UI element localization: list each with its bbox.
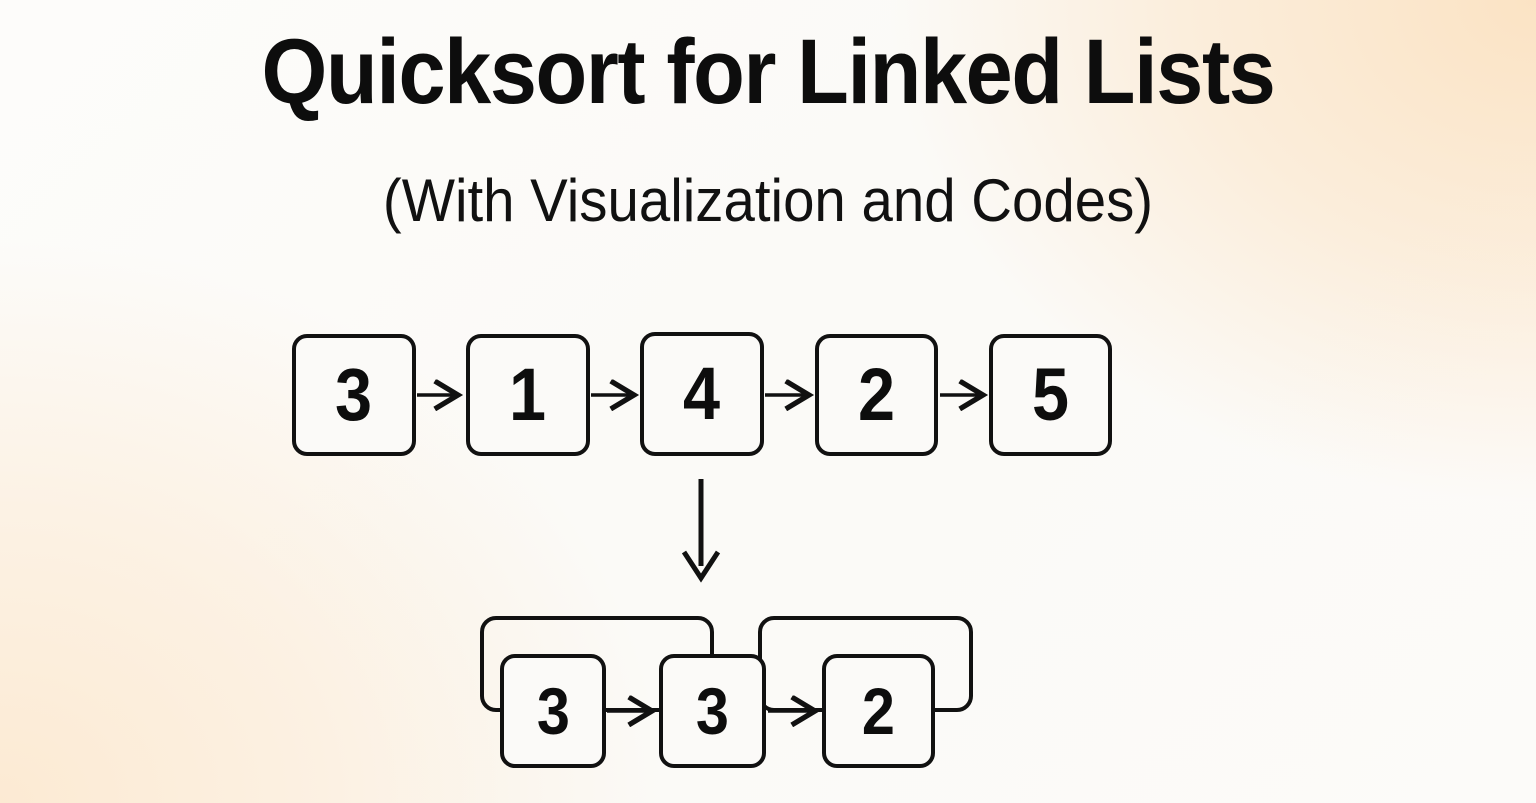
page-title-container: Quicksort for Linked Lists (0, 24, 1536, 121)
node-value: 3 (695, 674, 730, 748)
list-node[interactable]: 4 (640, 332, 764, 456)
node-value: 3 (536, 674, 570, 748)
node-value: 4 (683, 352, 721, 435)
page-subtitle: (With Visualization and Codes) (382, 167, 1154, 234)
list-node[interactable]: 2 (815, 334, 938, 456)
node-value: 2 (857, 353, 896, 436)
list-node[interactable]: 5 (989, 334, 1112, 456)
list-node[interactable]: 1 (466, 334, 590, 456)
node-value: 5 (1031, 353, 1070, 436)
list-node[interactable]: 3 (659, 654, 766, 768)
downward-arrow (681, 479, 721, 583)
node-value: 1 (509, 353, 547, 436)
node-value: 3 (335, 353, 373, 436)
list-node[interactable]: 2 (822, 654, 935, 768)
page-title: Quicksort for Linked Lists (261, 21, 1276, 123)
node-value: 2 (861, 674, 896, 748)
list-node[interactable]: 3 (292, 334, 416, 456)
list-node[interactable]: 3 (500, 654, 606, 768)
page-subtitle-container: (With Visualization and Codes) (0, 168, 1536, 234)
